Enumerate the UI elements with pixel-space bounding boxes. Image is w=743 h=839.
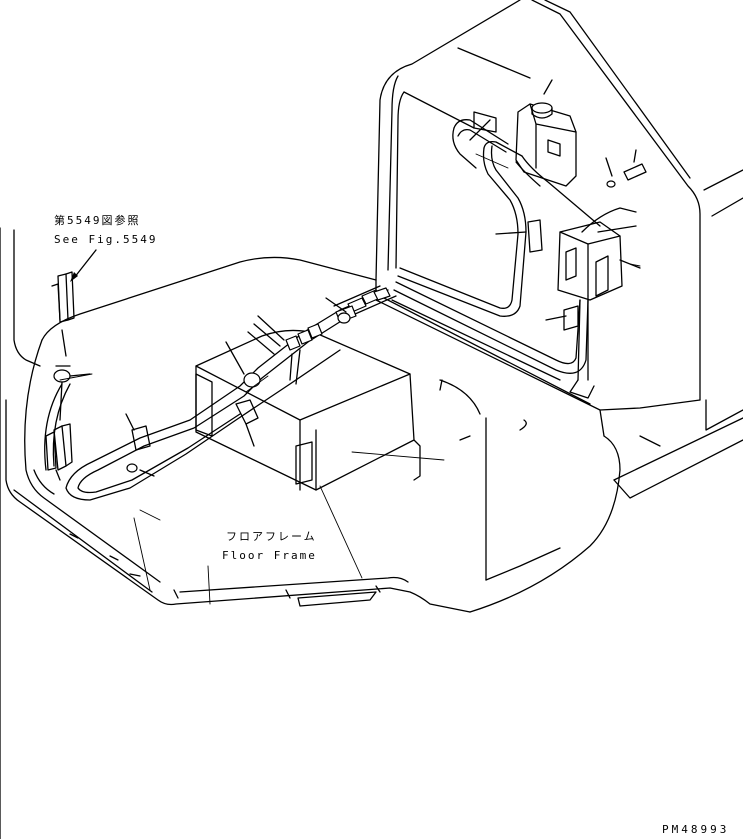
reference-note-english: See Fig.5549 [54,233,158,246]
washer-tank [495,79,647,399]
hoses-floor [65,285,397,501]
reference-note-japanese: 第5549図参照 [54,214,141,227]
hoses-upper [391,111,601,381]
floor-frame [0,227,471,839]
floor-frame-label-japanese: フロアフレーム [226,530,317,543]
floor-frame-label-english: Floor Frame [222,549,317,562]
left-hose-assembly [44,249,97,481]
cab-body [375,0,743,613]
drawing-number: PM48993 [662,823,730,836]
leader-lines [59,153,641,605]
